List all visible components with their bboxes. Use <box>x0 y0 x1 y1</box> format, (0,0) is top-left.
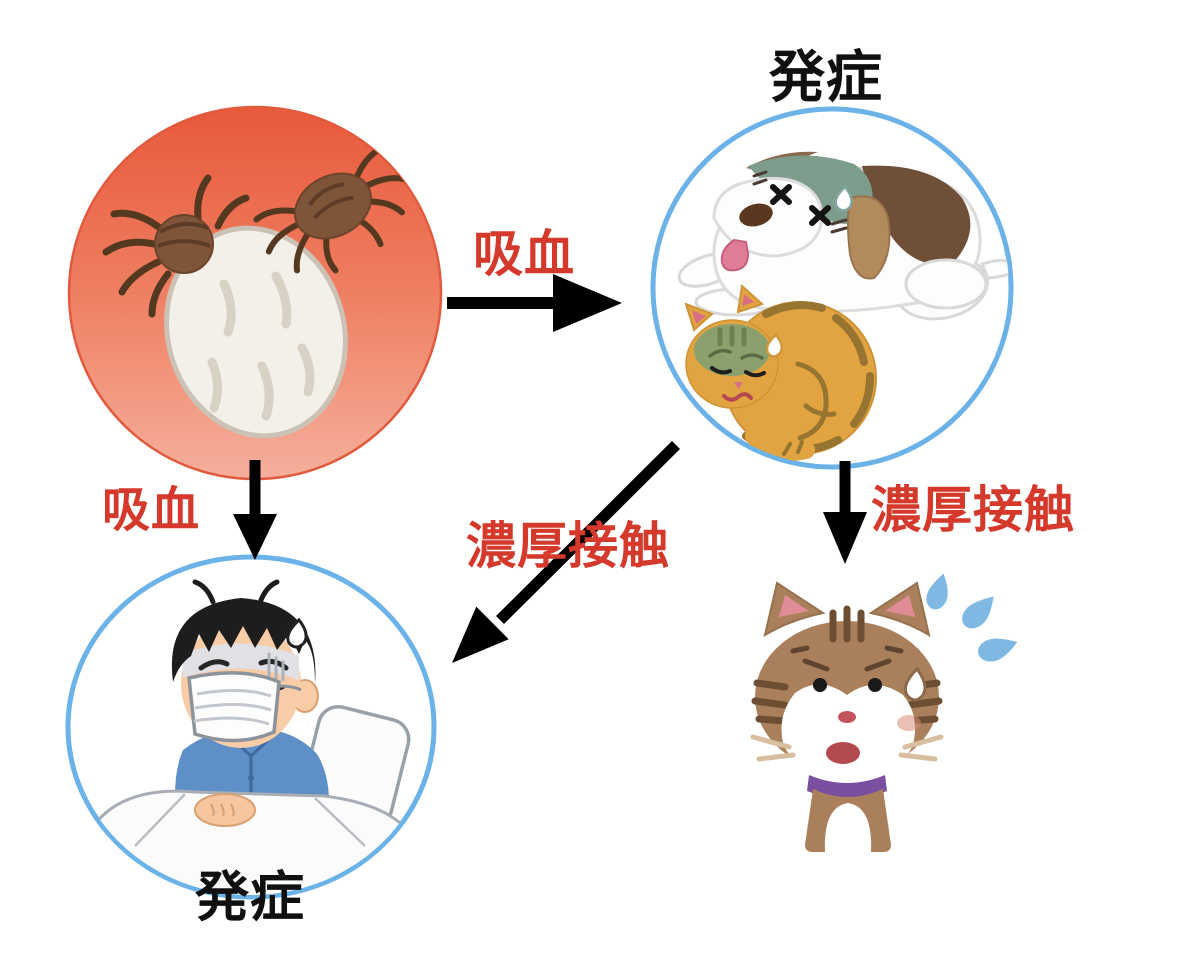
arrow-close-contact-down <box>823 461 867 564</box>
label-blood-sucking-down: 吸血 <box>101 482 201 538</box>
sweat-drop-icon <box>765 333 784 358</box>
label-blood-sucking-right: 吸血 <box>473 225 575 283</box>
label-onset-person: 発症 <box>195 865 305 929</box>
sick-pets-circle <box>650 106 1014 470</box>
worried-cat-figure <box>735 565 1027 857</box>
sick-cat-icon <box>684 284 877 462</box>
ticks-circle <box>66 104 444 482</box>
sick-person-circle <box>65 554 437 900</box>
engorged-tick-icon <box>102 174 348 439</box>
small-tick-icon <box>253 144 408 274</box>
sick-person-icon <box>93 579 411 895</box>
cat-collar <box>807 775 887 799</box>
flying-sweat-drops-icon <box>926 573 1018 662</box>
sick-pets-illustration <box>650 106 1014 470</box>
label-close-contact-diagonal: 濃厚接触 <box>466 517 670 575</box>
sick-person-illustration <box>65 554 437 900</box>
x-eyes-icon <box>770 184 831 226</box>
sweat-drop-icon <box>286 617 308 649</box>
face-mask-icon <box>187 671 302 743</box>
label-close-contact-down: 濃厚接触 <box>871 481 1075 539</box>
worried-cat-icon <box>750 573 1018 852</box>
tick-illustration <box>67 105 443 481</box>
label-onset-pets: 発症 <box>769 45 883 111</box>
sweat-drop-icon <box>903 666 927 702</box>
sick-dog-icon <box>677 151 1009 321</box>
sweat-drop-icon <box>834 185 853 212</box>
